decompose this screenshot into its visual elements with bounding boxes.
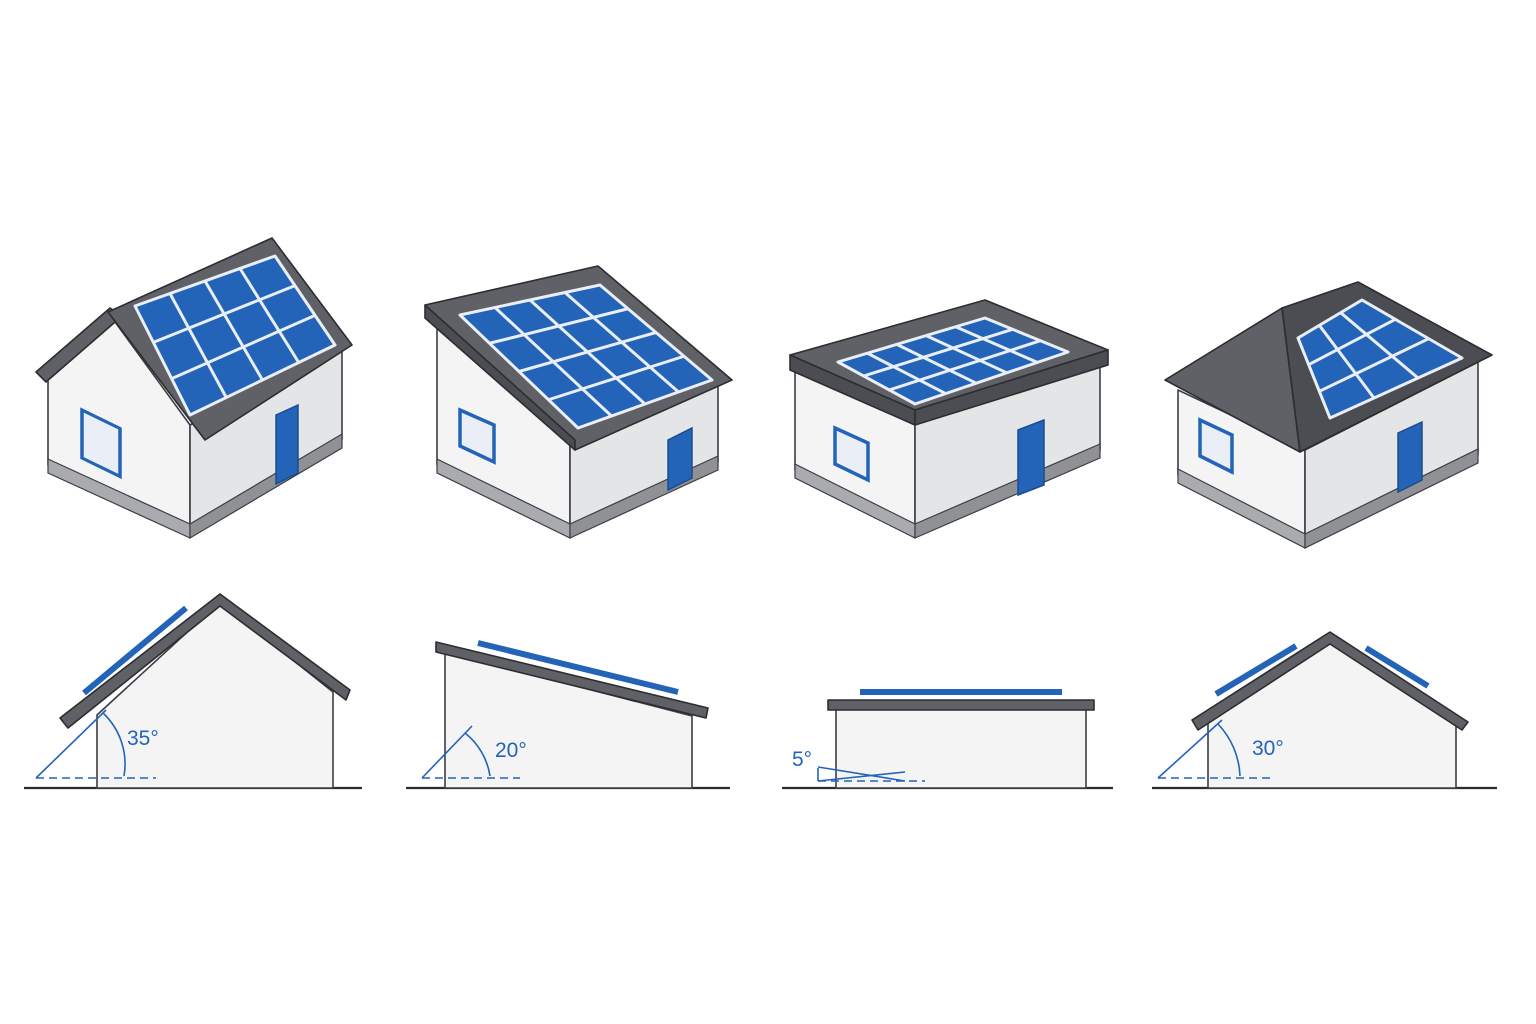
panel-grid-line: [866, 351, 947, 395]
door-icon: [1017, 418, 1045, 497]
profile-roof: [827, 699, 1095, 711]
solar-panel-icon: [477, 640, 679, 695]
roof-edge: [914, 349, 1109, 426]
panel-grid: [863, 325, 1041, 395]
door-icon: [1397, 420, 1423, 494]
window-icon: [458, 407, 496, 465]
profile-wall: [1207, 641, 1457, 789]
panel-grid-line: [863, 327, 1014, 378]
panel-grid-line: [1339, 311, 1419, 380]
house-hip-3d: [1164, 281, 1493, 549]
angle-ray: [35, 709, 107, 779]
angle-label: 30°: [1252, 737, 1284, 760]
window-icon: [833, 425, 870, 483]
solar-panel-icon: [1214, 643, 1298, 697]
angle-label: 5°: [792, 748, 812, 771]
angle-ray: [1157, 719, 1223, 779]
profile-roof: [1191, 631, 1469, 731]
panel-grid: [152, 267, 316, 399]
angle-label: 20°: [495, 739, 527, 762]
angle-arc: [464, 732, 491, 777]
panel-grid-line: [528, 298, 647, 406]
house-shed-3d: [424, 265, 733, 539]
panel-grid-line: [955, 325, 1038, 364]
house-gable-3d: [35, 237, 353, 540]
door-icon: [275, 403, 299, 486]
angle-ray: [817, 771, 906, 782]
solar-panel-array: [458, 283, 714, 430]
angle-ray: [421, 725, 473, 779]
panel-grid-line: [168, 292, 228, 399]
profile-roof: [435, 641, 709, 719]
profile-wall: [444, 651, 693, 789]
panel-grid: [1307, 311, 1430, 399]
panel-grid-line: [888, 339, 1041, 392]
profile-wall: [96, 601, 334, 789]
panel-grid-line: [896, 343, 977, 385]
profile-roof: [59, 593, 351, 729]
window-icon: [1198, 417, 1234, 475]
roof-front-edge: [424, 304, 576, 451]
solar-panel-icon: [82, 605, 188, 696]
door-icon: [667, 426, 693, 492]
panel-grid-line: [1318, 324, 1376, 399]
house-flat-3d: [789, 299, 1109, 539]
profile-gable: 35°: [35, 593, 351, 789]
angle-label: 35°: [127, 727, 159, 750]
profile-shed: 20°: [421, 640, 709, 789]
panel-grid-line: [1318, 337, 1430, 393]
solar-panel-icon: [1364, 645, 1430, 689]
panel-grid-line: [564, 291, 680, 394]
panel-grid-line: [238, 267, 301, 364]
panel-grid-line: [1307, 318, 1397, 366]
panel-grid-line: [493, 306, 613, 418]
angle-arc: [102, 712, 126, 777]
panel-grid-line: [925, 334, 1008, 375]
panel-grid: [489, 291, 685, 418]
panel-grid-line: [203, 280, 264, 381]
profile-hip: 30°: [1157, 631, 1469, 789]
profile-flat: 5°: [792, 689, 1095, 789]
angle-ray: [817, 766, 906, 782]
window-icon: [80, 407, 122, 480]
angle-arc: [1217, 723, 1241, 777]
